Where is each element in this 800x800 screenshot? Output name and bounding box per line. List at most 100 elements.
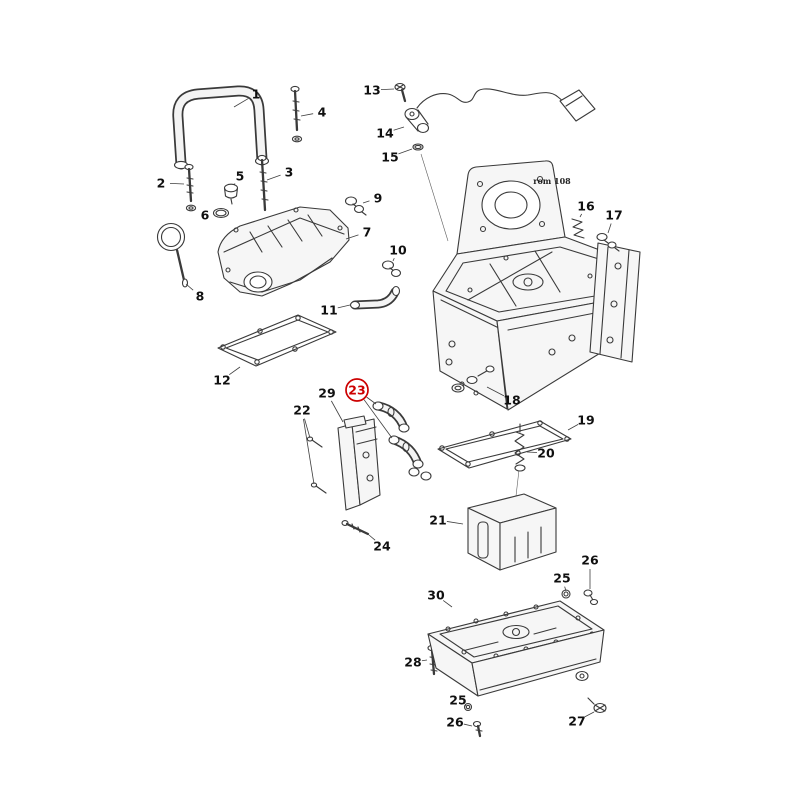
leader-line-25 [564,586,567,592]
part-23-hoses [372,401,432,481]
leader-line-7 [345,234,359,240]
callout-9: 9 [374,191,383,206]
callout-12: 12 [213,373,230,388]
leader-line-24 [368,534,376,541]
part-16-spring [571,218,585,239]
callout-4: 4 [318,105,327,120]
callout-20: 20 [537,446,555,461]
part-15-oring [412,143,424,151]
callouts-layer: 1234567891011121314151617181920212223242… [157,83,623,730]
leader-line-3 [266,174,281,181]
part-24-bolt [341,520,370,536]
leader-line-18 [486,386,505,397]
leader-line-17 [607,223,612,234]
callout-26: 26 [446,715,464,730]
part-18-hardware [451,365,495,393]
part-19-gasket [437,420,572,469]
leader-line-10 [392,258,395,262]
callout-21: 21 [429,513,446,528]
callout-30: 30 [427,588,445,603]
assembly-lines [420,153,520,497]
callout-14: 14 [376,126,394,141]
leader-line-20 [526,451,538,453]
callout-25: 25 [553,571,570,586]
part-14-sensor-cable [404,88,596,134]
callout-28: 28 [404,655,421,670]
callout-8: 8 [196,289,205,304]
leader-line-8 [185,283,194,291]
part-26-plug-upper [583,589,599,606]
callout-17: 17 [605,208,622,223]
part-12-gasket [217,314,337,367]
leader-line-15 [398,148,413,155]
highlight-circle [345,378,369,402]
leader-line-21 [446,521,464,525]
part-25-oring-lower [463,702,473,712]
part-5-cap [223,183,239,205]
leader-line-19 [567,424,579,431]
transmission-case [432,160,641,411]
callout-7: 7 [363,225,372,240]
part-20-spring [514,423,526,472]
part-9-fitting [344,196,367,216]
part-13-bolt [394,82,407,103]
part-27-drain-plug [587,697,607,714]
part-10-fitting [381,260,402,278]
part-29-bracket [337,415,381,511]
leader-line-2 [169,182,185,185]
leader-line-23 [363,399,393,439]
part-1-breather-tube [172,85,270,170]
leader-line-27 [584,711,595,718]
leader-line-12 [229,366,241,376]
part-4-bolt-washer [290,85,303,143]
callout-2: 2 [157,176,166,191]
reference-label: rom 108 [533,176,571,186]
callout-13: 13 [363,83,380,98]
callout-10: 10 [389,243,407,258]
callout-22: 22 [293,403,310,418]
callout-15: 15 [381,150,398,165]
leader-line-29 [330,400,344,423]
callout-23: 23 [348,383,365,398]
leader-line-13 [380,88,395,90]
callout-16: 16 [577,199,595,214]
leader-line-9 [362,200,370,204]
part-26-screw-lower [472,720,483,738]
leader-line-23 [366,396,377,405]
leader-line-26 [463,723,473,727]
callout-11: 11 [320,303,337,318]
part-17-fitting [596,232,620,252]
leader-line-11 [337,304,351,309]
leader-line-14 [393,126,405,131]
leader-line-25 [464,705,467,707]
part-3-bolt [257,154,269,212]
part-2-bolt [184,163,197,212]
callout-18: 18 [503,393,520,408]
leader-line-4 [300,113,314,117]
callout-29: 29 [318,386,335,401]
part-6-oring [212,207,230,219]
leader-line-5 [233,183,236,186]
callout-1: 1 [252,87,261,102]
part-30-oil-pan [427,600,605,697]
leader-line-22 [303,418,315,485]
part-21-filter [467,493,557,571]
callout-25: 25 [449,693,466,708]
leader-line-28 [421,659,428,662]
callout-19: 19 [577,413,594,428]
part-7-top-cover [217,206,350,297]
callout-24: 24 [373,539,391,554]
leader-line-30 [442,600,453,608]
leader-line-16 [579,213,583,218]
callout-3: 3 [285,165,294,180]
callout-26: 26 [581,553,599,568]
leader-line-1 [233,98,249,108]
leader-line-22 [304,418,311,439]
part-8-dipstick [156,222,189,288]
callout-5: 5 [236,169,245,184]
callout-27: 27 [568,714,585,729]
callout-6: 6 [201,208,210,223]
